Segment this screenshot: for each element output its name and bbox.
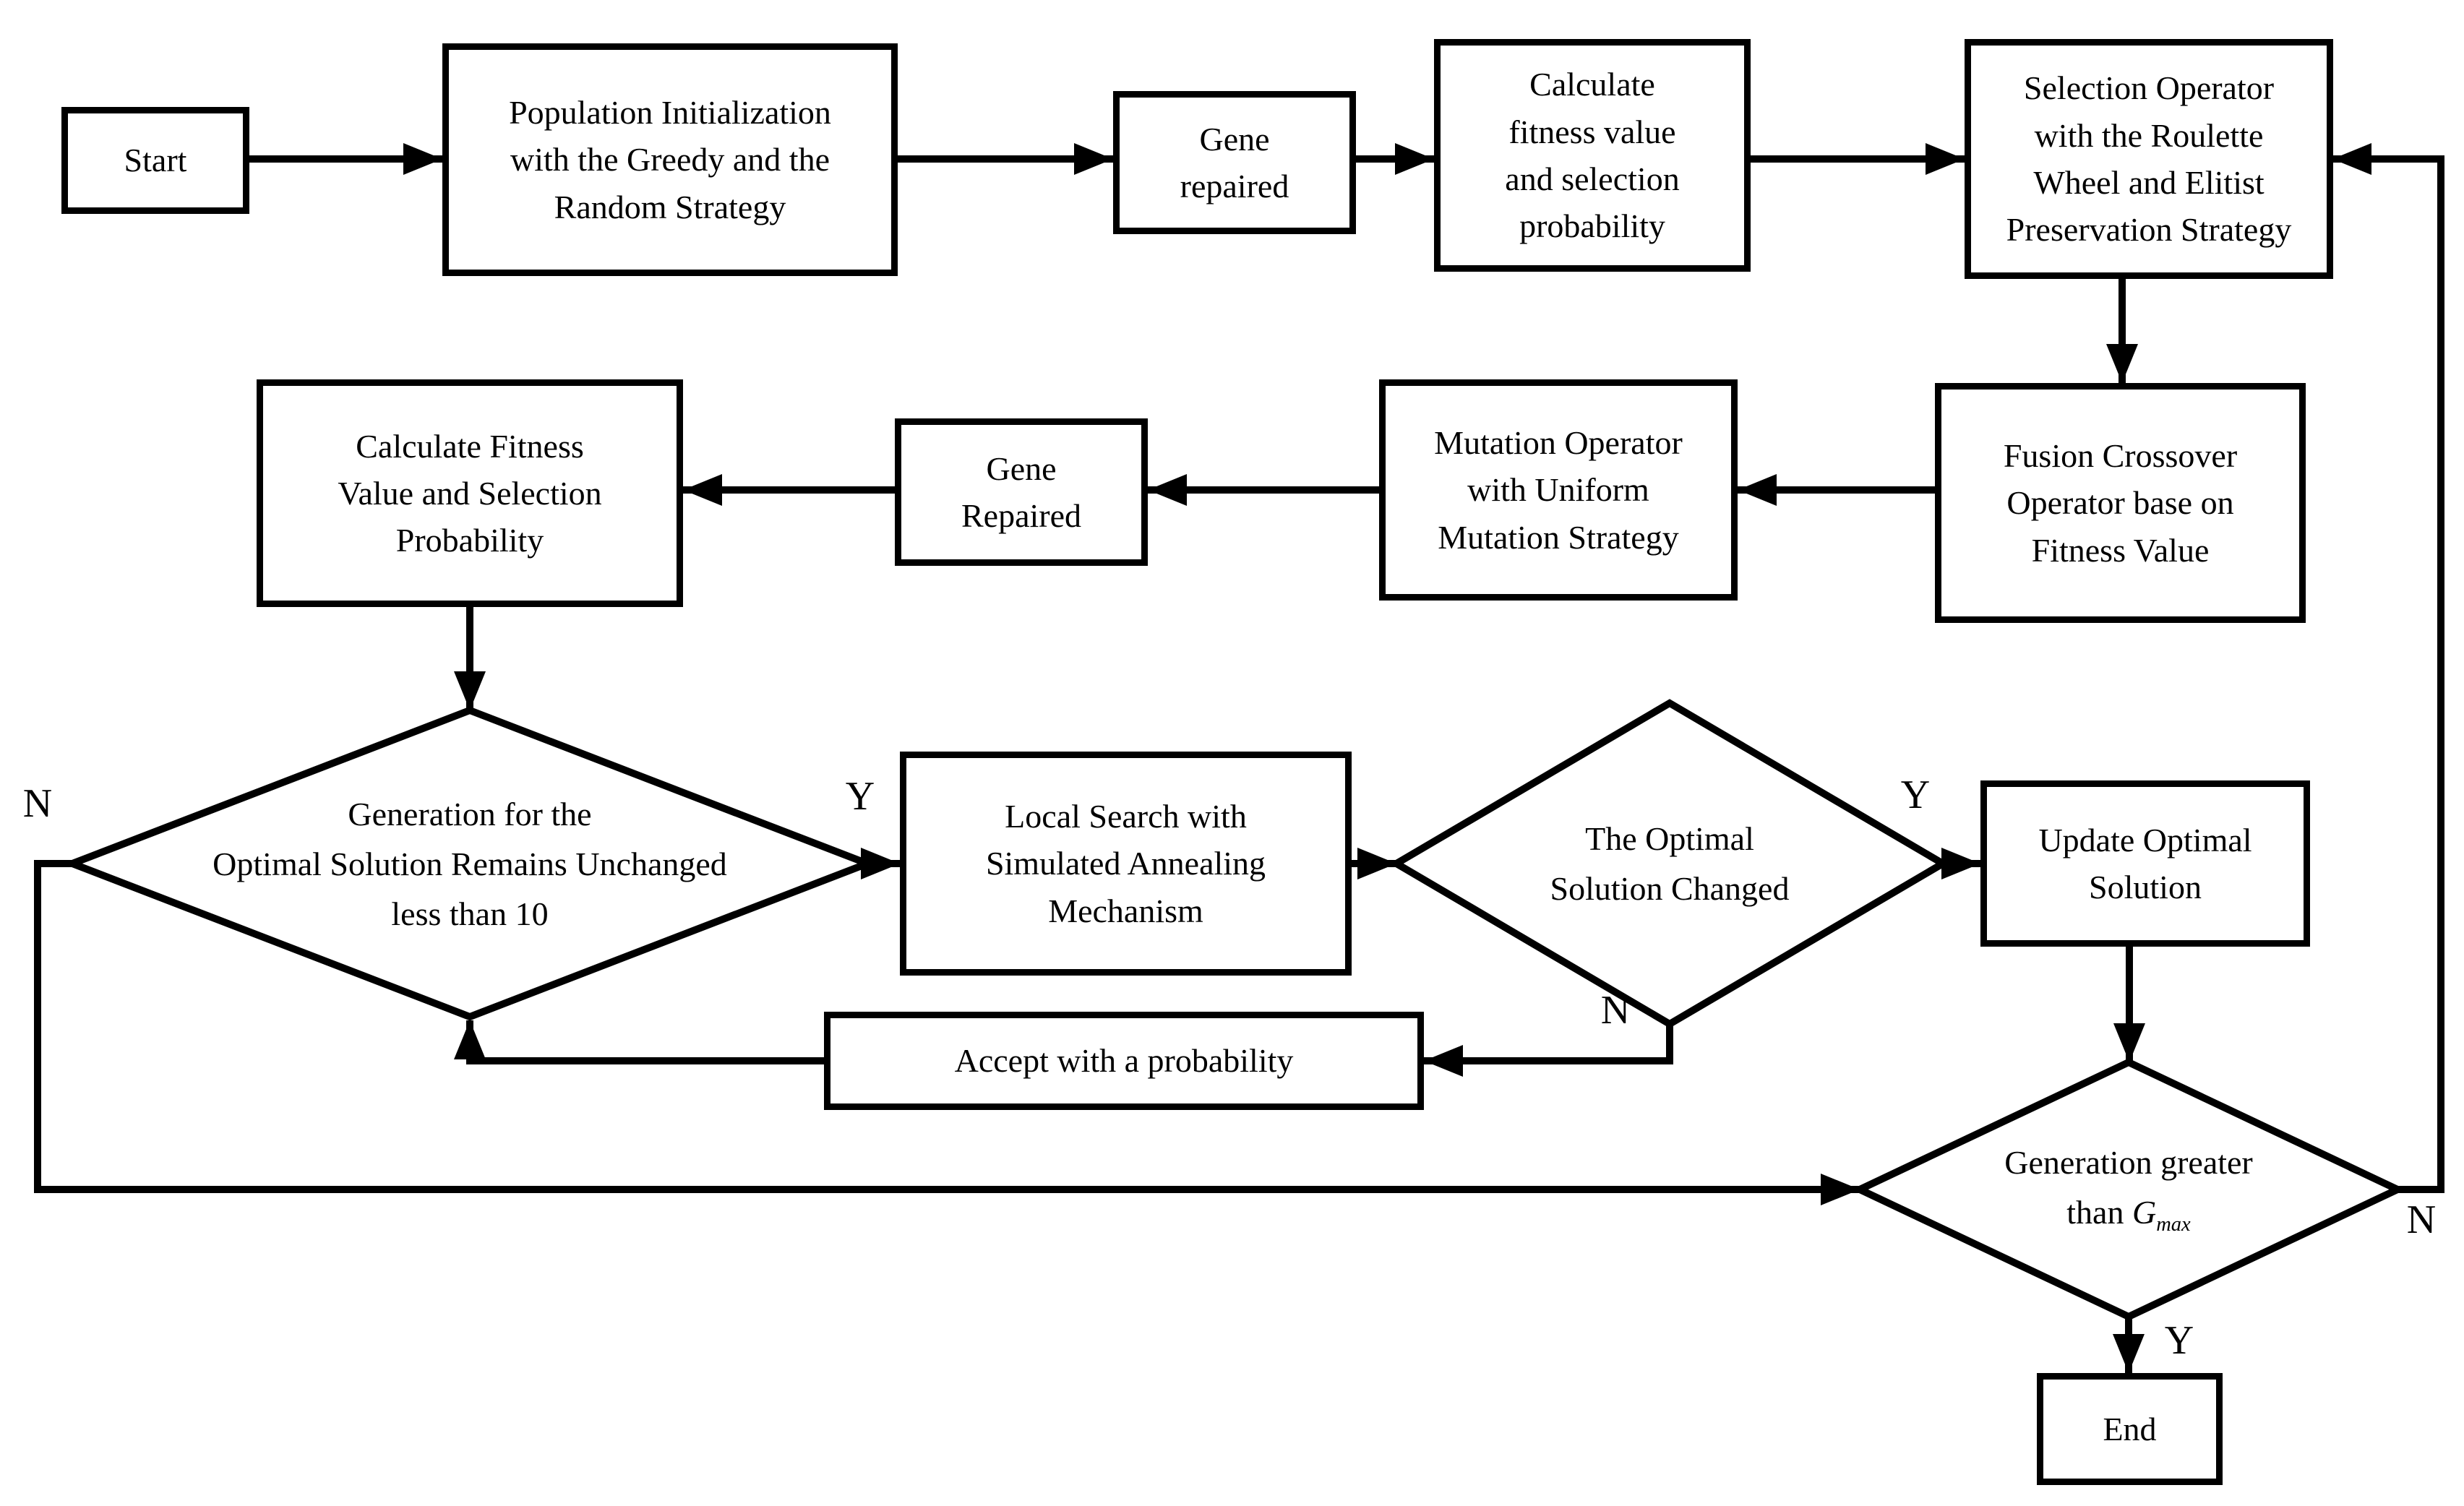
node-line: Local Search with [1005,798,1247,835]
arrow-accept-to-unchanged-diamond [454,1020,824,1064]
node-line: Mechanism [1048,892,1203,929]
diamond-changed-decision [1389,699,1950,1028]
line-unchanged-no-to-gmax-diamond [34,860,1860,1205]
node-selection-operator: Selection Operator with the Roulette Whe… [1965,39,2333,279]
node-line: Wheel and Elitist [2033,164,2265,201]
branch-label-unchanged-no: N [22,781,53,826]
node-local-search: Local Search with Simulated Annealing Me… [900,752,1352,976]
branch-label-gmax-yes: Y [2164,1318,2194,1363]
diamond-line: less than 10 [391,895,549,932]
node-line: Gene [1199,120,1270,158]
node-line: Population Initialization [509,94,831,132]
node-gene-repaired-1: Gene repaired [1113,91,1356,234]
node-line: Calculate Fitness [356,427,584,465]
node-line: probability [1519,207,1665,245]
node-start-label: Start [124,142,187,179]
node-fusion-crossover: Fusion Crossover Operator base on Fitnes… [1935,383,2306,623]
branch-label-gmax-no: N [2406,1197,2437,1242]
branch-label-changed-no: N [1600,988,1631,1033]
node-calculate-fitness-1: Calculate fitness value and selection pr… [1434,39,1751,272]
node-accept-label: Accept with a probability [954,1042,1294,1080]
node-line: Selection Operator [2023,69,2275,107]
node-line: fitness value [1508,113,1676,150]
gmax-variable: G [2132,1193,2157,1231]
node-line: Probability [395,522,544,559]
line-gmax-no-feedback-to-selection [2332,143,2444,1193]
branch-label-unchanged-yes: Y [845,774,875,819]
node-end-label: End [2103,1410,2157,1447]
node-end: End [2037,1373,2223,1485]
arrow-changed-no-to-accept [1424,1024,1673,1077]
node-line: and selection [1505,160,1680,197]
node-line: Preservation Strategy [2006,211,2292,249]
node-line: Solution [2089,869,2202,905]
node-line: Value and Selection [338,474,602,512]
node-line: Calculate [1529,66,1655,103]
node-line: Update Optimal [2038,821,2252,859]
node-line: Random Strategy [554,188,786,225]
node-line: Fitness Value [2031,531,2210,569]
diamond-line-gmax: than Gmax [2066,1187,2190,1241]
node-line: Repaired [961,497,1082,534]
gmax-subscript: max [2156,1213,2191,1236]
node-line: Mutation Operator [1434,424,1683,462]
node-line: with the Greedy and the [510,141,830,178]
node-line: with the Roulette [2034,116,2264,154]
gmax-prefix: than [2066,1193,2132,1231]
diamond-label-changed: The Optimal Solution Changed [1438,766,1901,961]
diamond-line: Generation for the [348,795,592,832]
node-line: Mutation Strategy [1438,518,1679,556]
node-line: repaired [1180,168,1289,205]
node-line: with Uniform [1467,471,1649,509]
diamond-line: Generation greater [2004,1143,2253,1181]
branch-label-changed-yes: Y [1900,773,1931,817]
diamond-line: The Optimal [1585,820,1754,857]
node-calculate-fitness-2: Calculate Fitness Value and Selection Pr… [257,379,683,607]
node-line: Gene [986,449,1057,487]
node-population-initialization: Population Initialization with the Greed… [442,43,898,276]
node-line: Operator base on [2006,484,2234,522]
node-start: Start [61,107,249,214]
node-mutation-operator: Mutation Operator with Uniform Mutation … [1379,379,1738,601]
diamond-label-unchanged: Generation for the Optimal Solution Rema… [145,737,795,990]
diamond-label-gmax: Generation greater than Gmax [1919,1113,2338,1265]
node-accept-probability: Accept with a probability [824,1012,1424,1110]
node-update-optimal: Update Optimal Solution [1980,780,2310,947]
diamond-gmax-decision [1851,1058,2406,1321]
node-line: Simulated Annealing [985,845,1266,882]
node-gene-repaired-2: Gene Repaired [895,418,1148,566]
diamond-line: Optimal Solution Remains Unchanged [213,845,727,882]
diamond-unchanged-decision [62,706,877,1021]
diamond-line: Solution Changed [1550,870,1790,907]
node-line: Fusion Crossover [2003,437,2238,475]
